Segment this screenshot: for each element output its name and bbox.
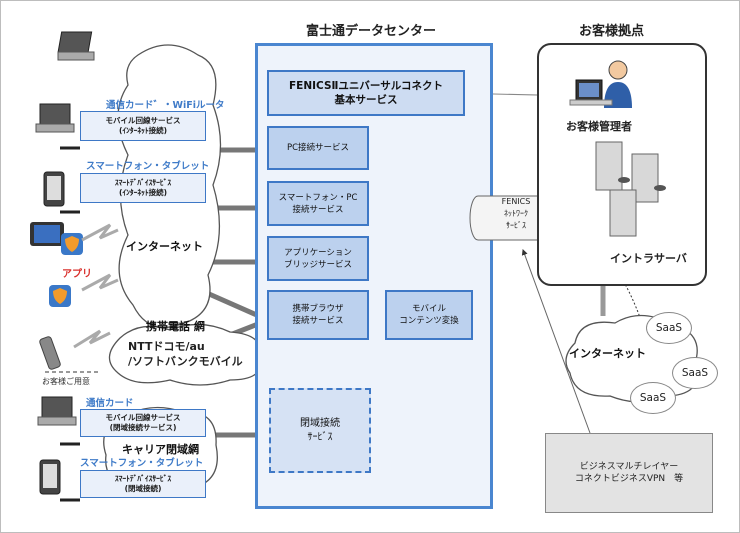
server-icon: [595, 141, 666, 237]
comm-card-label: 通信カード: [86, 398, 134, 409]
smartphone-pc-service: スマートフォン・PC 接続サービス: [267, 181, 369, 226]
smartphone-icon: [39, 459, 61, 495]
app-shield-icon: [61, 233, 83, 255]
mobile-browser-service: 携帯ブラウザ 接続サービス: [267, 290, 369, 340]
datacenter-title: 富士通データセンター: [306, 24, 437, 39]
laptop-icon: [57, 31, 95, 61]
app-bridge-service: アプリケーション ブリッジサービス: [267, 236, 369, 281]
intra-server-label: イントラサーバ: [610, 252, 687, 265]
wireless-signal-icon: [81, 223, 119, 292]
customer-admin-label: お客様管理者: [566, 120, 632, 133]
smart-device-internet-box: ｽﾏｰﾄﾃﾞﾊﾞｲｽｻｰﾋﾞｽ (ｲﾝﾀｰﾈｯﾄ接続): [80, 173, 206, 203]
vpn-note-box: ビジネスマルチレイヤー コネクトビジネスVPN 等: [545, 433, 713, 513]
smart-device-closed-box: ｽﾏｰﾄﾃﾞﾊﾞｲｽｻｰﾋﾞｽ (閉域接続): [80, 470, 206, 498]
saas-badge: SaaS: [630, 382, 676, 414]
app-shield-icon: [49, 285, 71, 307]
carrier-closed-label: キャリア閉域網: [122, 443, 199, 456]
carriers-label: NTTドコモ/au /ソフトバンクモバイル: [128, 340, 243, 368]
mobile-line-internet-box: モバイル回線サービス (ｲﾝﾀｰﾈｯﾄ接続): [80, 111, 206, 141]
left-internet-label: インターネット: [126, 240, 203, 253]
customer-internet-label: インターネット: [569, 347, 646, 360]
tablet-icon: [30, 222, 64, 246]
saas-badge: SaaS: [646, 312, 692, 344]
admin-person-icon: [569, 60, 632, 108]
mobile-phone-icon: [39, 336, 61, 370]
comm-card-wifi-label: 通信カード゛・WiFiルータ: [106, 100, 225, 111]
customer-site-title: お客様拠点: [579, 24, 645, 39]
mobile-network-label: 携帯電話 網: [146, 320, 205, 333]
fenics-basic-service: FENICSⅡユニバーサルコネクト 基本サービス: [267, 70, 465, 116]
smartphone-icon: [43, 171, 65, 207]
smartphone-tablet-label-2: スマートフォン・タブレット: [80, 458, 204, 469]
wireless-signal-icon: [73, 329, 111, 349]
smartphone-tablet-label: スマートフォン・タブレット: [86, 161, 210, 172]
app-label: アプリ: [62, 269, 92, 280]
laptop-icon: [37, 396, 77, 426]
mobile-line-closed-box: モバイル回線サービス (閉域接続サービス): [80, 409, 206, 437]
mobile-content-conversion: モバイル コンテンツ変換: [385, 290, 473, 340]
fenics-network-label: FENICS ﾈｯﾄﾜｰｸ ｻｰﾋﾞｽ: [501, 197, 531, 230]
saas-badge: SaaS: [672, 357, 718, 389]
laptop-icon: [35, 103, 75, 133]
closed-connect-service: 閉域接続 ｻｰﾋﾞｽ: [269, 388, 371, 473]
customer-prepared-label: お客様ご用意: [42, 377, 90, 386]
pc-connect-service: PC接続サービス: [267, 126, 369, 170]
